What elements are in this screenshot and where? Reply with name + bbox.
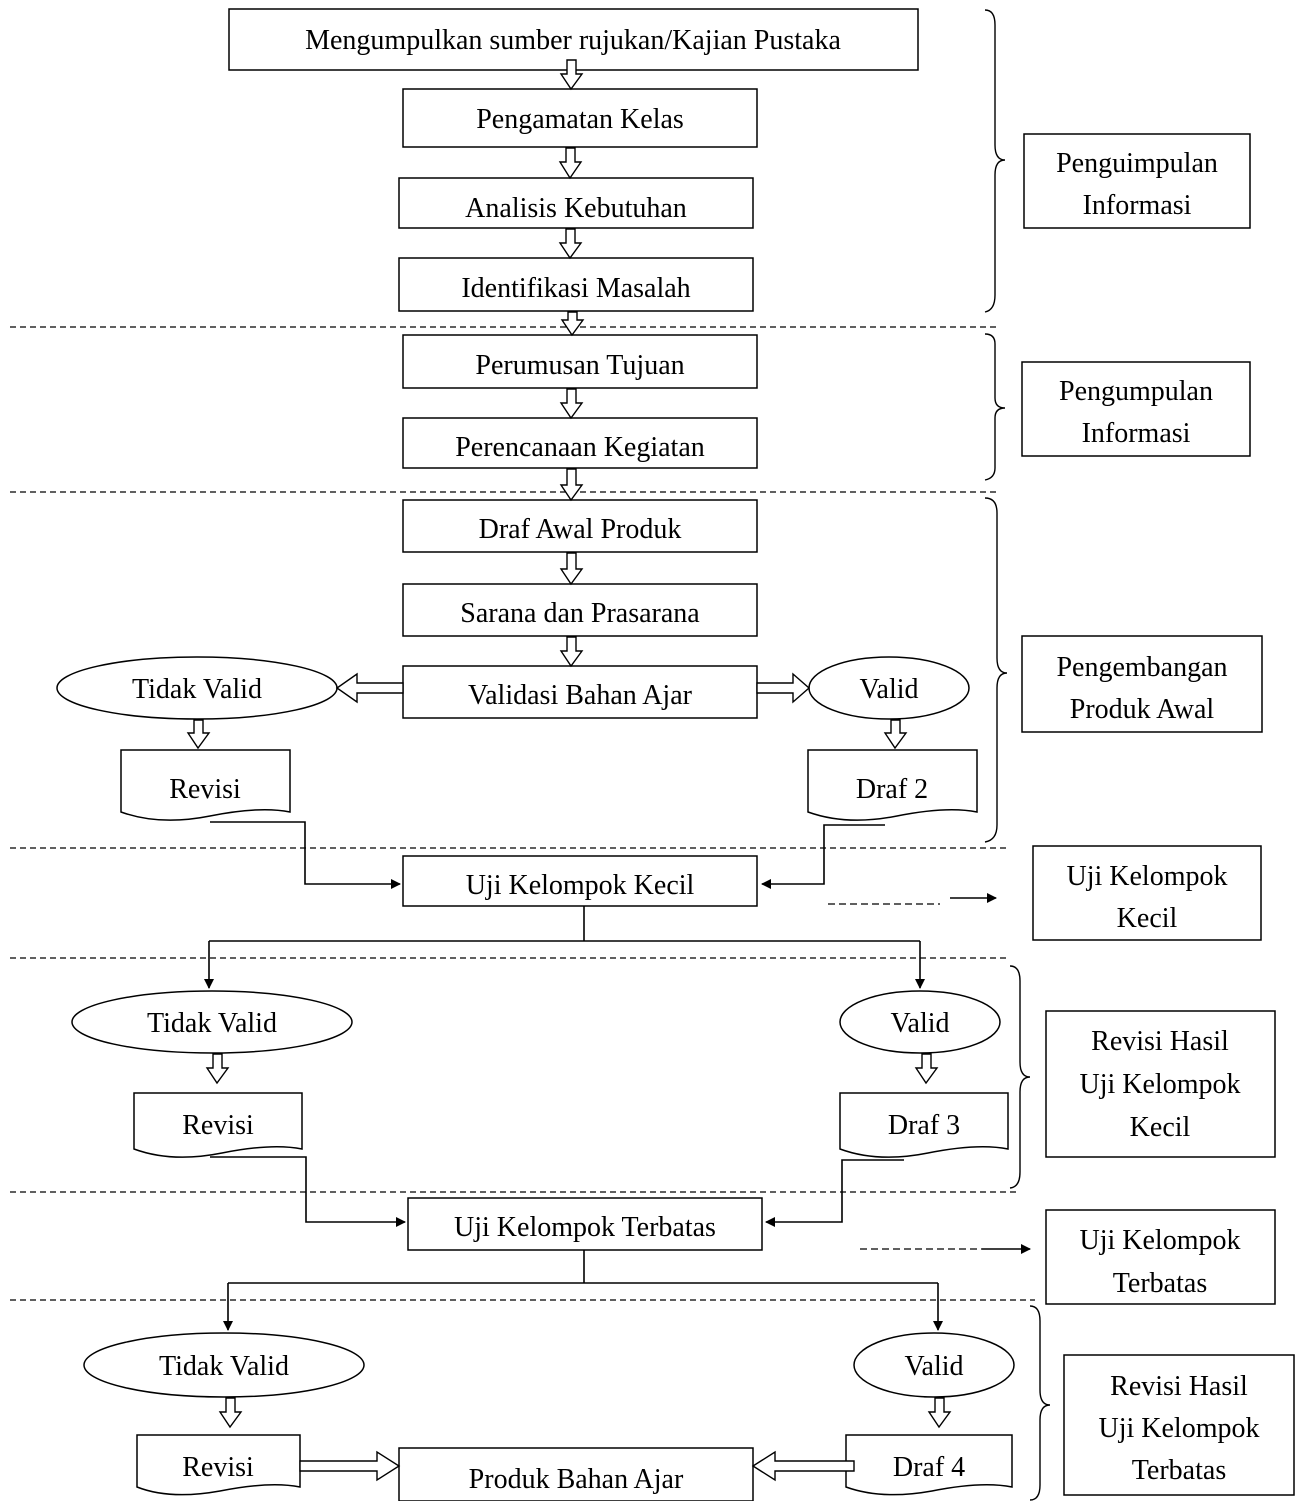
svg-text:Revisi Hasil: Revisi Hasil: [1091, 1026, 1229, 1057]
ellipse-valid-2: Valid: [839, 990, 1001, 1054]
step-box-produk-bahan-ajar: Produk Bahan Ajar: [398, 1447, 754, 1501]
ellipse-tidak-valid-3: Tidak Valid: [83, 1332, 365, 1398]
svg-text:Penguimpulan: Penguimpulan: [1056, 148, 1218, 179]
svg-text:Valid: Valid: [890, 1008, 949, 1039]
step-label: Uji Kelompok Kecil: [466, 870, 695, 901]
svg-text:Uji Kelompok: Uji Kelompok: [1099, 1413, 1260, 1444]
step-label: Identifikasi Masalah: [461, 273, 690, 304]
svg-text:Pengumpulan: Pengumpulan: [1059, 376, 1213, 407]
step-box-pengamatan-kelas: Pengamatan Kelas: [402, 88, 758, 148]
svg-text:Produk Awal: Produk Awal: [1070, 694, 1215, 725]
connector-revisi-1: [210, 821, 401, 889]
doc-revisi-1: Revisi: [120, 749, 291, 821]
step-label: Sarana dan Prasarana: [460, 598, 700, 629]
svg-text:Kecil: Kecil: [1117, 903, 1178, 934]
step-label: Perencanaan Kegiatan: [455, 432, 705, 463]
svg-text:Uji Kelompok: Uji Kelompok: [1067, 861, 1228, 892]
doc-draf3: Draf 3: [839, 1092, 1009, 1158]
hollow-arrow-right-1: [756, 672, 811, 704]
svg-text:Terbatas: Terbatas: [1132, 1455, 1226, 1486]
svg-text:Tidak Valid: Tidak Valid: [132, 674, 262, 705]
svg-text:Pengembangan: Pengembangan: [1056, 652, 1227, 683]
hollow-arrow-down-valid-1: [883, 719, 908, 750]
phase-label-revisi-kecil: Revisi Hasil Uji Kelompok Kecil: [1045, 1010, 1276, 1158]
step-box-identifikasi-masalah: Identifikasi Masalah: [398, 257, 754, 312]
svg-text:Draf 2: Draf 2: [856, 774, 928, 805]
doc-revisi-3: Revisi: [136, 1434, 301, 1496]
split-connector-2: [223, 1250, 943, 1331]
step-label: Analisis Kebutuhan: [465, 193, 687, 224]
doc-draf4: Draf 4: [845, 1434, 1013, 1496]
svg-text:Informasi: Informasi: [1082, 418, 1191, 449]
svg-text:Uji Kelompok: Uji Kelompok: [1080, 1069, 1241, 1100]
hollow-arrow-down-tidak-1: [186, 719, 211, 750]
svg-text:Revisi Hasil: Revisi Hasil: [1110, 1371, 1248, 1402]
svg-text:Tidak Valid: Tidak Valid: [159, 1351, 289, 1382]
hollow-arrows-main: [558, 59, 585, 668]
step-box-uji-kelompok-terbatas: Uji Kelompok Terbatas: [407, 1197, 763, 1251]
ellipse-tidak-valid-2: Tidak Valid: [71, 990, 353, 1054]
ellipse-tidak-valid-1: Tidak Valid: [56, 656, 338, 720]
connector-draf3: [765, 1159, 904, 1227]
phase-label-uji-terbatas: Uji Kelompok Terbatas: [1045, 1209, 1276, 1305]
doc-revisi-2: Revisi: [133, 1092, 303, 1158]
step-label: Mengumpulkan sumber rujukan/Kajian Pusta…: [305, 25, 841, 56]
svg-text:Revisi: Revisi: [169, 774, 241, 805]
svg-text:Valid: Valid: [859, 674, 918, 705]
hollow-arrow-down-valid-2: [914, 1053, 939, 1085]
step-label: Pengamatan Kelas: [476, 104, 684, 135]
phase-label-revisi-terbatas: Revisi Hasil Uji Kelompok Terbatas: [1063, 1354, 1295, 1496]
svg-text:Draf 3: Draf 3: [888, 1110, 960, 1141]
connector-draf2: [761, 824, 885, 889]
step-label: Draf Awal Produk: [479, 514, 682, 545]
svg-text:Tidak Valid: Tidak Valid: [147, 1008, 277, 1039]
hollow-arrow-down-valid-3: [927, 1397, 952, 1429]
ellipse-valid-3: Valid: [853, 1332, 1015, 1398]
step-box-uji-kelompok-kecil: Uji Kelompok Kecil: [402, 855, 758, 907]
hollow-arrow-down-tidak-2: [205, 1053, 230, 1085]
ellipse-valid-1: Valid: [808, 656, 970, 720]
doc-draf2: Draf 2: [807, 749, 978, 821]
hollow-arrow-right-produk: [299, 1450, 401, 1482]
step-box-kajian-pustaka: Mengumpulkan sumber rujukan/Kajian Pusta…: [228, 8, 919, 71]
split-connector-1: [204, 906, 925, 989]
svg-text:Terbatas: Terbatas: [1113, 1268, 1207, 1299]
phase-label-pengumpulan-1: Penguimpulan Informasi: [1023, 133, 1251, 229]
svg-text:Revisi: Revisi: [182, 1110, 254, 1141]
hollow-arrow-left-1: [335, 672, 404, 704]
step-box-perencanaan-kegiatan: Perencanaan Kegiatan: [402, 417, 758, 469]
step-box-analisis-kebutuhan: Analisis Kebutuhan: [398, 177, 754, 229]
step-label: Uji Kelompok Terbatas: [454, 1212, 716, 1243]
brace-group: [984, 9, 1051, 1501]
step-label: Validasi Bahan Ajar: [468, 680, 693, 711]
hollow-arrow-down-tidak-3: [218, 1397, 243, 1429]
step-box-draf-awal-produk: Draf Awal Produk: [402, 499, 758, 553]
connector-revisi-2: [210, 1156, 406, 1227]
step-label: Perumusan Tujuan: [475, 350, 684, 381]
svg-text:Uji Kelompok: Uji Kelompok: [1080, 1225, 1241, 1256]
phase-label-uji-kecil: Uji Kelompok Kecil: [1032, 845, 1262, 941]
svg-text:Kecil: Kecil: [1130, 1112, 1191, 1143]
hollow-arrow-left-produk: [751, 1450, 855, 1482]
step-box-sarana-prasarana: Sarana dan Prasarana: [402, 583, 758, 637]
svg-text:Draf 4: Draf 4: [893, 1452, 965, 1483]
phase-label-pengembangan: Pengembangan Produk Awal: [1021, 635, 1263, 733]
svg-text:Valid: Valid: [904, 1351, 963, 1382]
phase-label-pengumpulan-2: Pengumpulan Informasi: [1021, 361, 1251, 457]
svg-text:Informasi: Informasi: [1083, 190, 1192, 221]
step-box-validasi-bahan-ajar: Validasi Bahan Ajar: [402, 665, 758, 719]
step-box-perumusan-tujuan: Perumusan Tujuan: [402, 334, 758, 389]
svg-text:Revisi: Revisi: [182, 1452, 254, 1483]
step-label: Produk Bahan Ajar: [469, 1464, 684, 1495]
